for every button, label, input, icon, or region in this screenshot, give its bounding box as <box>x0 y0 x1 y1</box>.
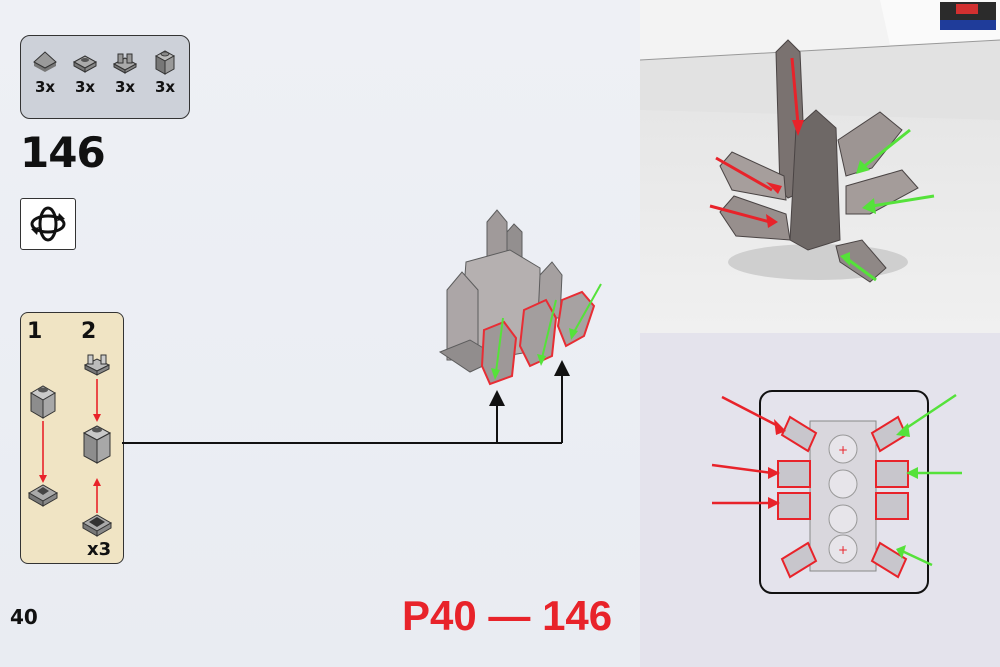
part-item: 3x <box>67 46 103 96</box>
callout-arrow <box>489 390 505 406</box>
sub-assembly-box: 1 2 <box>20 312 124 564</box>
rotate-model-icon <box>30 206 66 242</box>
part-qty: 3x <box>74 78 96 96</box>
part-item: 3x <box>27 46 63 96</box>
green-arrow-annotations <box>495 283 602 373</box>
tile-slope-icon <box>81 514 113 537</box>
top-view-diagram-panel: + + <box>640 333 1000 667</box>
build-photo <box>640 0 1000 333</box>
plate-handle-icon <box>112 53 138 74</box>
top-view-diagram: + + <box>711 390 962 594</box>
reference-caption: P40 — 146 <box>402 592 613 639</box>
part-qty: 3x <box>114 78 136 96</box>
plate-handle-icon <box>83 354 111 376</box>
page-number: 40 <box>10 605 38 629</box>
instruction-page: 3x 3x 3x <box>0 0 640 667</box>
substep-2-label: 2 <box>81 319 97 344</box>
part-qty: 3x <box>34 78 56 96</box>
svg-text:+: + <box>838 543 848 557</box>
brick-1x1-icon <box>30 385 56 419</box>
multiplier-label: x3 <box>87 539 112 560</box>
plate-1x1-clip-icon <box>72 55 98 73</box>
callout-arrow <box>554 360 570 376</box>
sub-assembly-illustration <box>27 354 113 537</box>
svg-text:+: + <box>838 443 848 457</box>
part-item: 3x <box>147 46 183 96</box>
part-item: 3x <box>107 46 143 96</box>
crystal-photo-illustration <box>640 0 1000 283</box>
parts-list: 3x 3x 3x <box>20 35 190 119</box>
tile-slope-icon <box>33 51 57 72</box>
step-number: 146 <box>20 128 106 177</box>
rotate-indicator <box>20 198 76 250</box>
brick-1x1-icon <box>82 425 112 464</box>
main-model-illustration <box>122 209 602 444</box>
substep-1-label: 1 <box>27 319 43 344</box>
part-qty: 3x <box>154 78 176 96</box>
brick-1x1-icon <box>154 50 176 75</box>
crystal-model <box>438 209 596 386</box>
tile-slope-icon <box>27 484 59 507</box>
